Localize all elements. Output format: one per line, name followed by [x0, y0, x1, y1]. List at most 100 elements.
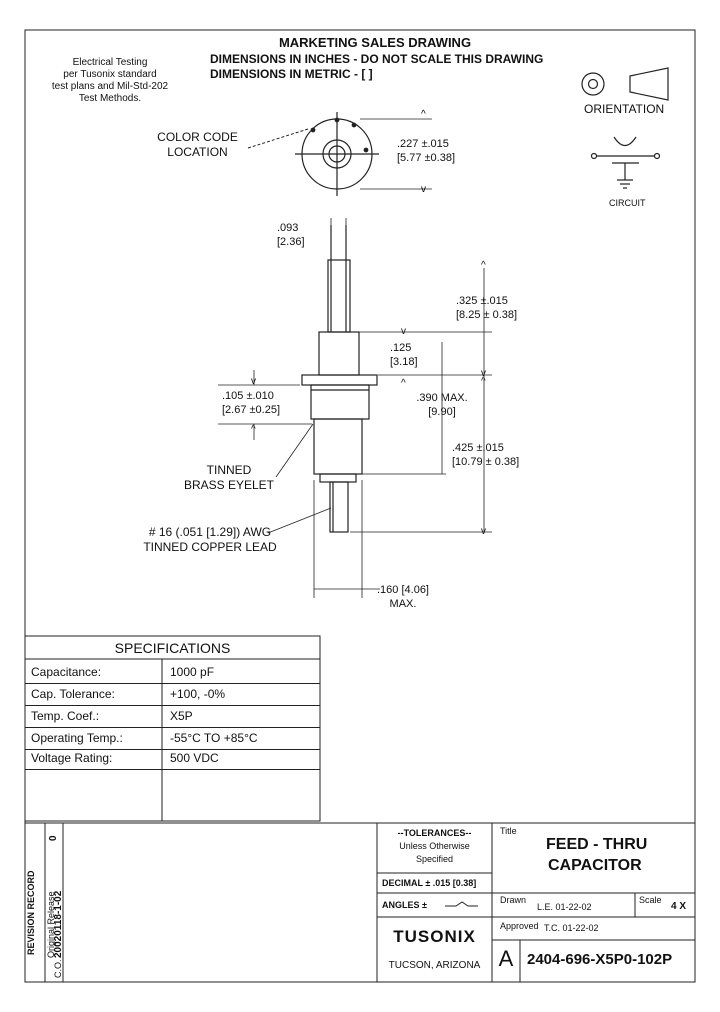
spec-row: Voltage Rating: 500 VDC: [25, 747, 320, 770]
spec-row: Temp. Coef.: X5P: [25, 705, 320, 728]
svg-text:^: ^: [481, 260, 486, 271]
drawn-value: L.E. 01-22-02: [537, 902, 592, 912]
company-logo: TUSONIX: [393, 927, 476, 946]
dim-inch: .227 ±.015: [397, 138, 449, 150]
dim-metric: [10.79 ± 0.38]: [452, 456, 520, 468]
tolerances-unless: Unless Otherwise: [399, 841, 470, 851]
specifications-box: [24, 635, 321, 822]
testing-note-line: Electrical Testing: [72, 57, 148, 68]
scale-value: 4 X: [671, 901, 687, 912]
revision-record-label: REVISION RECORD: [26, 870, 36, 955]
revision-number: 0: [48, 835, 59, 841]
co-number: 20020118-1-02: [53, 890, 64, 958]
drawing-title-line1: FEED - THRU: [546, 836, 648, 853]
testing-note-line: per Tusonix standard: [63, 69, 157, 80]
testing-note: Electrical Testing per Tusonix standard …: [40, 57, 180, 105]
dim-metric: [8.25 ± 0.38]: [456, 309, 518, 321]
color-code-label: COLOR CODE LOCATION: [150, 130, 245, 160]
svg-text:v: v: [251, 376, 256, 387]
angle-symbol: [445, 901, 478, 907]
drawing-title-line2: CAPACITOR: [548, 857, 642, 874]
svg-text:v: v: [401, 326, 406, 337]
tolerances-heading: --TOLERANCES--: [397, 828, 472, 838]
dim-inch: .093: [277, 222, 299, 234]
dim-inch: .125: [390, 342, 412, 354]
scale-label: Scale: [639, 895, 662, 905]
specifications-title: SPECIFICATIONS: [114, 640, 231, 656]
lead-leader: [267, 507, 332, 534]
dim-425: .425 ±.015 [10.79 ± 0.38]: [452, 441, 519, 469]
svg-text:^: ^: [251, 424, 256, 435]
dimension-arrows: ^ v v ^ ^ v v ^: [251, 260, 486, 537]
title-label: Title: [500, 826, 517, 836]
drawn-label: Drawn: [500, 895, 527, 905]
circuit-symbol: [590, 136, 661, 189]
spec-label: Cap. Tolerance:: [31, 687, 115, 701]
eyelet-line: TINNED: [206, 463, 252, 477]
color-code-line: LOCATION: [167, 145, 228, 159]
dim-metric: [5.77 ±0.38]: [397, 152, 456, 164]
drawing-size: A: [498, 946, 514, 971]
tolerances-specified: Specified: [415, 854, 454, 864]
spec-row: Cap. Tolerance: +100, -0%: [25, 683, 320, 706]
svg-text:v: v: [481, 526, 486, 537]
circuit-label: CIRCUIT: [609, 198, 646, 208]
testing-note-line: test plans and Mil-Std-202: [51, 81, 169, 92]
co-label: C.O.: [53, 959, 63, 978]
capacitor-top-view: [295, 112, 379, 196]
dim-inch: .325 ±.015: [456, 295, 508, 307]
dim-metric: [3.18]: [390, 356, 418, 368]
approved-value: T.C. 01-22-02: [544, 923, 599, 933]
testing-note-line: Test Methods.: [78, 93, 142, 104]
spec-value: 500 VDC: [170, 751, 219, 765]
capacitor-side-view: [301, 225, 378, 533]
spec-label: Operating Temp.:: [31, 731, 123, 745]
spec-value: -55°C TO +85°C: [170, 731, 258, 745]
dim-inch: .390 MAX.: [416, 392, 468, 404]
lead-label: # 16 (.051 [1.29]) AWG TINNED COPPER LEA…: [135, 525, 285, 555]
eyelet-label: TINNED BRASS EYELET: [174, 463, 284, 493]
spec-label: Voltage Rating:: [31, 751, 113, 765]
title-block-frame: [24, 822, 696, 983]
svg-text:^: ^: [401, 378, 406, 389]
dim-093: .093 [2.36]: [277, 221, 305, 249]
svg-text:v: v: [481, 368, 486, 379]
spec-label: Temp. Coef.:: [31, 709, 100, 723]
dim-metric: MAX.: [389, 598, 417, 610]
spec-value: 1000 pF: [170, 665, 215, 679]
spec-value: X5P: [170, 709, 193, 723]
dim-105: .105 ±.010 [2.67 ±0.25]: [222, 389, 280, 417]
spec-label: Capacitance:: [31, 665, 102, 679]
orientation-side-view: [629, 67, 669, 101]
lead-line: # 16 (.051 [1.29]) AWG: [148, 525, 272, 539]
angles-tolerance: ANGLES ±: [382, 900, 427, 910]
eyelet-line: BRASS EYELET: [183, 478, 275, 492]
orientation-end-view: [581, 72, 605, 96]
color-code-line: COLOR CODE: [157, 130, 238, 144]
dim-160: .160 [4.06] MAX.: [370, 583, 436, 611]
company-location: TUCSON, ARIZONA: [388, 960, 481, 971]
header-title: MARKETING SALES DRAWING: [278, 35, 472, 50]
header-dimensions-inches: DIMENSIONS IN INCHES - DO NOT SCALE THIS…: [210, 52, 544, 66]
arrow-227-bottom: v: [421, 184, 426, 195]
dim-125: .125 [3.18]: [390, 341, 418, 369]
spec-value: +100, -0%: [170, 687, 226, 701]
dim-325: .325 ±.015 [8.25 ± 0.38]: [456, 294, 517, 322]
dim-inch: .105 ±.010: [222, 390, 274, 402]
dim-inch: .425 ±.015: [452, 442, 504, 454]
part-number: 2404-696-X5P0-102P: [527, 951, 673, 968]
dim-inch: .160 [4.06]: [377, 584, 429, 596]
orientation-label: ORIENTATION: [584, 102, 665, 116]
arrow-227-top: ^: [421, 109, 426, 120]
header-dimensions-metric: DIMENSIONS IN METRIC - [ ]: [210, 67, 373, 81]
dim-metric: [2.36]: [277, 236, 305, 248]
dim-390: .390 MAX. [9.90]: [410, 391, 474, 419]
decimal-tolerance: DECIMAL ± .015 [0.38]: [382, 878, 477, 888]
approved-label: Approved: [500, 921, 539, 931]
eyelet-leader: [275, 423, 314, 478]
dim-metric: [2.67 ±0.25]: [222, 404, 281, 416]
dim-metric: [9.90]: [428, 406, 456, 418]
spec-row: Operating Temp.: -55°C TO +85°C: [25, 727, 320, 750]
svg-text:^: ^: [481, 376, 486, 387]
